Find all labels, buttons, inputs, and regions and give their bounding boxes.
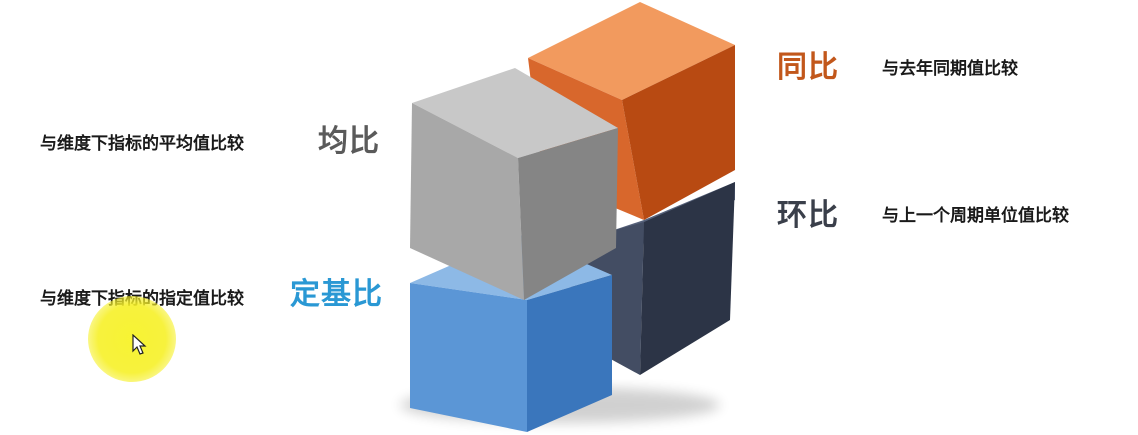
term-mom: 环比 xyxy=(777,198,839,233)
highlight-circle xyxy=(88,296,176,382)
term-yoy: 同比 xyxy=(777,50,839,85)
gray-cube xyxy=(410,68,618,300)
term-base: 定基比 xyxy=(290,277,383,312)
mouse-pointer-icon xyxy=(132,334,147,355)
navy-cube xyxy=(560,182,735,375)
cursor-highlight xyxy=(88,296,178,386)
desc-avg: 与维度下指标的平均值比较 xyxy=(40,134,244,154)
desc-mom: 与上一个周期单位值比较 xyxy=(882,206,1069,226)
term-avg: 均比 xyxy=(318,124,380,159)
desc-yoy: 与去年同期值比较 xyxy=(882,59,1018,79)
